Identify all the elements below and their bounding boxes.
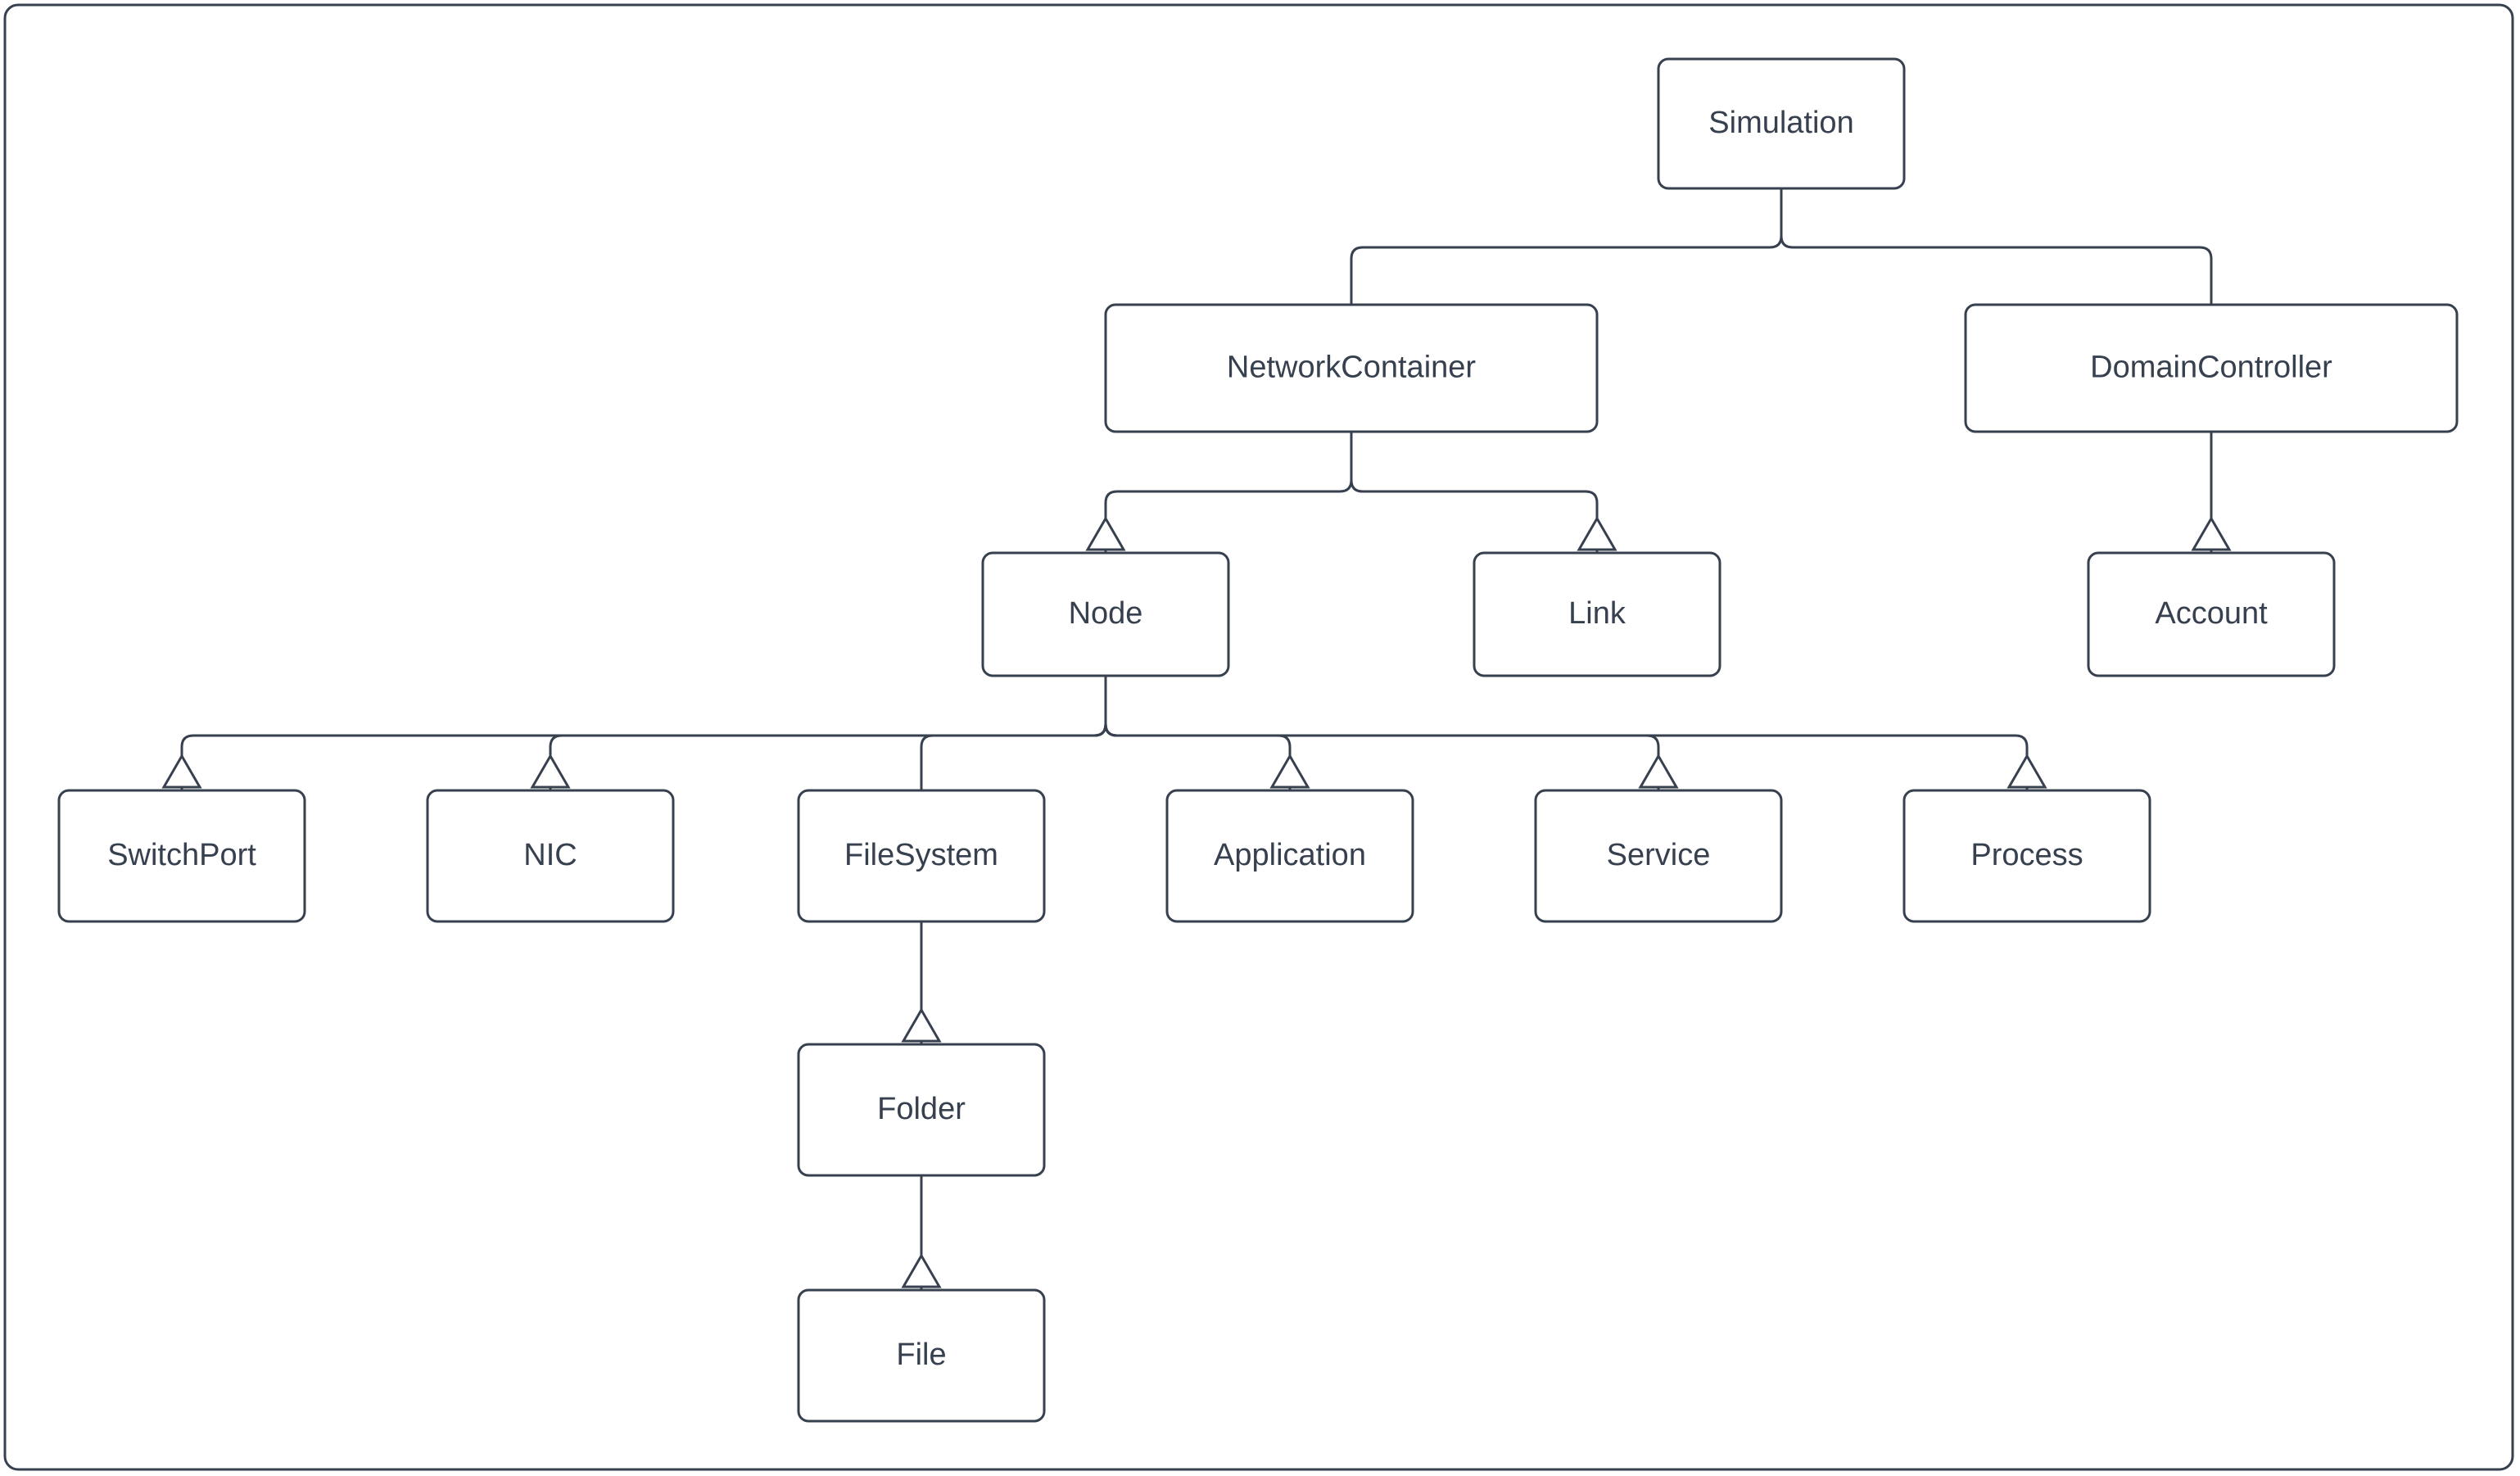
class-node-box[interactable] <box>2087 551 2336 677</box>
class-node-domaincontroller[interactable]: DomainController <box>1964 303 2459 433</box>
edge-line <box>1104 676 2029 756</box>
class-node-nic[interactable]: NIC <box>426 789 675 923</box>
diagram-frame <box>3 3 2514 1471</box>
class-node-switchport[interactable]: SwitchPort <box>57 789 306 923</box>
class-node-box[interactable] <box>797 1288 1046 1423</box>
class-node-box[interactable] <box>1902 789 2151 923</box>
class-node-box[interactable] <box>797 1043 1046 1177</box>
class-node-box[interactable] <box>1165 789 1414 923</box>
class-node-box[interactable] <box>57 789 306 923</box>
class-node-folder[interactable]: Folder <box>797 1043 1046 1177</box>
class-node-box[interactable] <box>1473 551 1721 677</box>
class-node-box[interactable] <box>797 789 1046 923</box>
class-node-box[interactable] <box>981 551 1230 677</box>
class-node-box[interactable] <box>1657 57 1906 190</box>
edge-layer <box>161 188 2232 1290</box>
class-node-service[interactable]: Service <box>1534 789 1783 923</box>
class-node-link[interactable]: Link <box>1473 551 1721 677</box>
class-node-node[interactable]: Node <box>981 551 1230 677</box>
class-node-filesystem[interactable]: FileSystem <box>797 789 1046 923</box>
edge-folder-to-file <box>901 1175 942 1290</box>
edge-networkcontainer-to-link <box>1350 432 1617 553</box>
class-node-box[interactable] <box>1104 303 1599 433</box>
class-node-application[interactable]: Application <box>1165 789 1414 923</box>
edge-line <box>1780 188 2213 305</box>
class-node-box[interactable] <box>426 789 675 923</box>
class-node-box[interactable] <box>1964 303 2459 433</box>
edge-node-to-process <box>1104 676 2047 790</box>
class-node-simulation[interactable]: Simulation <box>1657 57 1906 190</box>
class-node-account[interactable]: Account <box>2087 551 2336 677</box>
class-node-process[interactable]: Process <box>1902 789 2151 923</box>
class-node-file[interactable]: File <box>797 1288 1046 1423</box>
class-node-networkcontainer[interactable]: NetworkContainer <box>1104 303 1599 433</box>
edge-simulation-to-domaincontroller <box>1780 188 2213 305</box>
edge-line <box>1350 432 1599 518</box>
class-node-box[interactable] <box>1534 789 1783 923</box>
